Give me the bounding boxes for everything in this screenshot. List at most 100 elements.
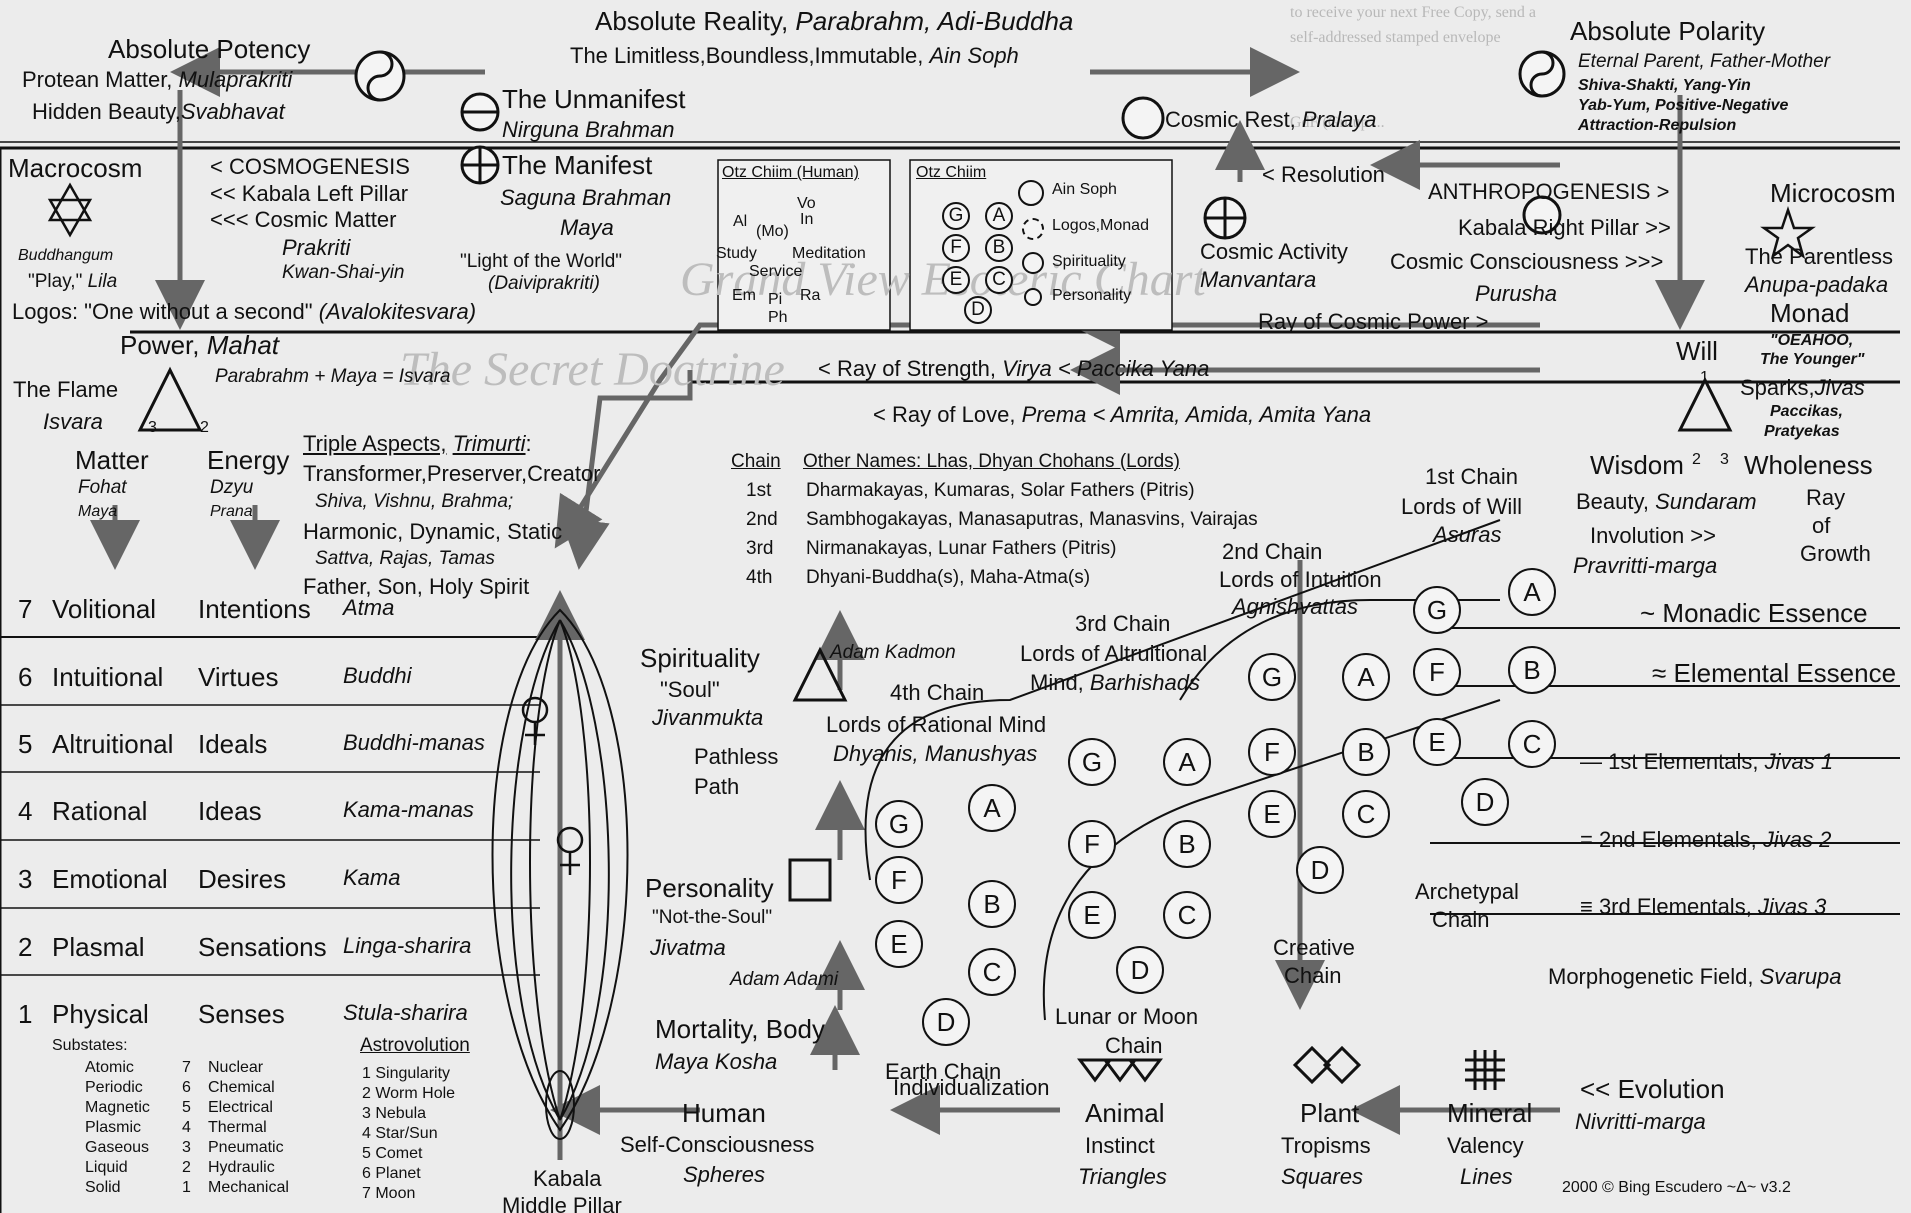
chain-node: G <box>875 800 923 848</box>
prakriti: Prakriti <box>282 236 350 259</box>
chain-node: F <box>1248 728 1296 776</box>
spirituality: Spirituality <box>640 645 760 672</box>
isvara: Isvara <box>43 410 103 433</box>
otz-human-title: Otz Chiim (Human) <box>722 165 859 182</box>
plane-sanskrit: Linga-sharira <box>343 934 471 957</box>
spirituality-circle <box>1022 252 1044 274</box>
bg-text-2: self-addressed stamped envelope <box>1290 30 1501 47</box>
chains-header-chain: Chain <box>731 452 781 472</box>
ray-of-love: < Ray of Love, Prema < Amrita, Amida, Am… <box>873 403 1371 426</box>
manifest: The Manifest <box>502 152 652 179</box>
fohat: Fohat <box>78 478 127 498</box>
chain-row-n: 4th <box>746 568 772 588</box>
plane-sanskrit: Atma <box>343 596 394 619</box>
substates-title: Substates: <box>52 1038 128 1055</box>
chain-node: G <box>1413 586 1461 634</box>
kabala-right-pillar: Kabala Right Pillar >> <box>1458 216 1671 239</box>
plane-number: 2 <box>18 934 32 961</box>
plane-quality: Senses <box>198 1001 285 1028</box>
chain-node: A <box>968 784 1016 832</box>
chain-row-n: 1st <box>746 481 771 501</box>
lunar-moon: Lunar or Moon <box>1055 1005 1198 1028</box>
otz-chiim-title: Otz Chiim <box>916 165 986 182</box>
plane-quality: Sensations <box>198 934 327 961</box>
lunar-chain: Chain <box>1105 1034 1162 1057</box>
spheres: Spheres <box>683 1163 765 1186</box>
energy: Energy <box>207 447 289 474</box>
jivatma: Jivatma <box>650 936 726 959</box>
personality-circle <box>1024 288 1042 306</box>
daiviprakriti: (Daiviprakriti) <box>488 274 600 294</box>
astrovolution-item: 2 Worm Hole <box>362 1086 455 1103</box>
absolute-polarity: Absolute Polarity <box>1570 18 1765 45</box>
otz-node-c: C <box>985 266 1013 294</box>
wisdom-number: 2 <box>1692 452 1701 469</box>
yab-yum: Yab-Yum, Positive-Negative <box>1578 98 1788 115</box>
chain-row-names: Sambhogakayas, Manasaputras, Manasvins, … <box>806 510 1258 530</box>
chain-node: D <box>922 998 970 1046</box>
chain-node: C <box>968 948 1016 996</box>
astrovolution-item: 4 Star/Sun <box>362 1126 438 1143</box>
creative: Creative <box>1273 936 1355 959</box>
adam-adami: Adam Adami <box>730 970 838 990</box>
oeahoo: "OEAHOO, <box>1770 333 1853 350</box>
otz-ph: Ph <box>768 310 788 327</box>
substate-name: Gaseous <box>85 1140 149 1157</box>
plane-quality: Intentions <box>198 596 311 623</box>
astrovolution-item: 6 Planet <box>362 1166 421 1183</box>
resolution: < Resolution <box>1262 163 1385 186</box>
plane-number: 1 <box>18 1001 32 1028</box>
chain-row-names: Nirmanakayas, Lunar Fathers (Pitris) <box>806 539 1116 559</box>
substate-state: Mechanical <box>208 1180 289 1197</box>
trimurti-line5: Father, Son, Holy Spirit <box>303 575 529 598</box>
substate-name: Liquid <box>85 1160 128 1177</box>
chain-node: A <box>1508 568 1556 616</box>
chain-node: A <box>1342 653 1390 701</box>
beauty-sundaram: Beauty, Sundaram <box>1576 490 1757 513</box>
plant: Plant <box>1300 1100 1359 1127</box>
bg-title-3: The Secret Doctrine <box>400 345 785 395</box>
otz-node-a: A <box>985 202 1013 230</box>
maya: Maya <box>560 216 614 239</box>
astrovolution-item: 7 Moon <box>362 1186 415 1203</box>
agnishvattas: Agnishvattas <box>1232 595 1358 618</box>
mineral: Mineral <box>1447 1100 1532 1127</box>
substate-state: Electrical <box>208 1100 273 1117</box>
otz-service: Service <box>749 264 802 281</box>
plane-name: Altruitional <box>52 731 173 758</box>
third-chain: 3rd Chain <box>1075 612 1170 635</box>
plane-sanskrit: Kama <box>343 866 400 889</box>
second-elementals: = 2nd Elementals, Jivas 2 <box>1580 828 1831 851</box>
triangles: Triangles <box>1078 1165 1167 1188</box>
instinct: Instinct <box>1085 1134 1155 1157</box>
otz-study: Study <box>716 246 757 263</box>
second-chain: 2nd Chain <box>1222 540 1322 563</box>
archetypal: Archetypal <box>1415 880 1519 903</box>
chain-node: D <box>1461 778 1509 826</box>
cosmic-rest: Cosmic Rest, Pralaya <box>1165 108 1377 131</box>
trimurti-line1: Transformer,Preserver,Creator <box>303 462 601 485</box>
chain-row-n: 3rd <box>746 539 773 559</box>
chain-node: E <box>1068 891 1116 939</box>
mind-barhishads: Mind, Barhishads <box>1030 671 1200 694</box>
elemental-essence: ≈ Elemental Essence <box>1652 660 1896 687</box>
plane-number: 5 <box>18 731 32 758</box>
paccikas: Paccikas, <box>1770 404 1843 421</box>
plane-sanskrit: Buddhi-manas <box>343 731 485 754</box>
monad: Monad <box>1770 300 1850 327</box>
substate-name: Atomic <box>85 1060 134 1077</box>
chain-node: B <box>1342 728 1390 776</box>
substate-number: 2 <box>182 1160 191 1177</box>
cosmic-activity: Cosmic Activity <box>1200 240 1348 263</box>
valency: Valency <box>1447 1134 1524 1157</box>
plane-number: 7 <box>18 596 32 623</box>
chain-node: E <box>875 920 923 968</box>
nirguna-brahman: Nirguna Brahman <box>502 118 674 141</box>
chain-node: F <box>1413 648 1461 696</box>
will-number: 1 <box>1700 370 1709 387</box>
microcosm: Microcosm <box>1770 180 1896 207</box>
tropisms: Tropisms <box>1281 1134 1371 1157</box>
path: Path <box>694 775 739 798</box>
plane-name: Physical <box>52 1001 149 1028</box>
the-flame: The Flame <box>13 378 118 401</box>
